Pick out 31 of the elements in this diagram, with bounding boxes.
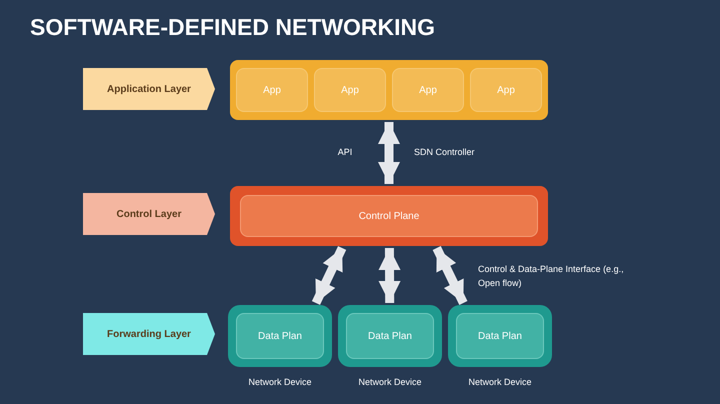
node-label: App: [419, 84, 437, 98]
app-box: [236, 68, 308, 112]
device-caption: Network Device: [247, 376, 313, 389]
device-caption: Network Device: [357, 376, 423, 389]
node-label: Data Plan: [368, 330, 412, 344]
device-caption: Network Device: [467, 376, 533, 389]
title: SOFTWARE-DEFINED NETWORKING: [30, 13, 436, 42]
node-label: Control Plane: [358, 210, 420, 224]
app-box: [470, 68, 542, 112]
node-label: App: [497, 84, 515, 98]
node-label: Data Plan: [258, 330, 302, 344]
node-label: Application Layer: [107, 82, 191, 96]
annotation-label: API: [336, 146, 354, 159]
layer-tag: [83, 193, 215, 235]
node-label: App: [341, 84, 359, 98]
annotation-label: SDN Controller: [414, 146, 476, 159]
control-plane-box: [230, 186, 548, 246]
double-arrow: [378, 248, 401, 304]
double-arrow: [378, 122, 400, 184]
node-label: Control Layer: [116, 208, 182, 222]
layer-tag: [83, 68, 215, 110]
annotation-label: Control & Data-Plane Interface (e.g., Open flow): [478, 263, 625, 290]
double-arrow: [312, 246, 346, 305]
node-label: App: [263, 84, 281, 98]
app-box: [314, 68, 386, 112]
node-label: Data Plan: [478, 330, 522, 344]
application-panel: [230, 60, 548, 120]
app-box: [392, 68, 464, 112]
node-label: Forwarding Layer: [107, 328, 191, 342]
double-arrow: [432, 246, 468, 305]
layer-tag: [83, 313, 215, 355]
